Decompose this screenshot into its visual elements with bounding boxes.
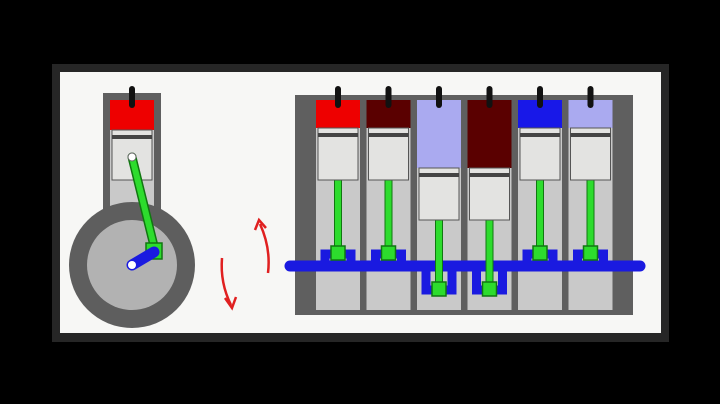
- rotation-arrows: [220, 217, 270, 311]
- rotation-arrow-down: [220, 257, 233, 306]
- rotation-arrow-up-head: [253, 217, 267, 231]
- piston-ring: [112, 135, 152, 139]
- single-cylinder-view: [69, 86, 195, 328]
- inline-six-engine: [284, 86, 646, 315]
- piston-ring-1: [318, 133, 358, 137]
- spark-plug-1: [335, 86, 341, 108]
- cylinder-gas-3: [417, 100, 461, 168]
- spark-plug-4: [486, 86, 493, 108]
- piston-ring-4: [469, 173, 510, 177]
- crank-arm: [126, 246, 160, 271]
- spark-plug-2: [385, 86, 392, 108]
- big-end-bearing-3: [431, 281, 447, 297]
- piston-ring-5: [520, 133, 560, 137]
- big-end-bearing-2: [380, 245, 397, 261]
- big-end-bearing-5: [532, 245, 548, 261]
- big-end-bearing-1: [330, 245, 346, 261]
- piston-ring-3: [419, 173, 459, 177]
- cylinder-gas-4: [467, 100, 512, 168]
- spark-plug-3: [436, 86, 442, 108]
- crankshaft-center: [128, 261, 136, 269]
- spark-plug-5: [537, 86, 543, 108]
- rotation-arrow-up: [258, 223, 270, 274]
- spark-plug-6: [587, 86, 594, 108]
- piston-ring-6: [570, 133, 611, 137]
- wrist-pin: [127, 152, 137, 162]
- big-end-bearing-4: [481, 281, 498, 297]
- connecting-rod-core: [129, 154, 158, 253]
- rotation-arrow-down-head: [223, 296, 238, 311]
- spark-plug: [129, 86, 135, 108]
- piston-ring-2: [368, 133, 409, 137]
- big-end-bearing-6: [582, 245, 599, 261]
